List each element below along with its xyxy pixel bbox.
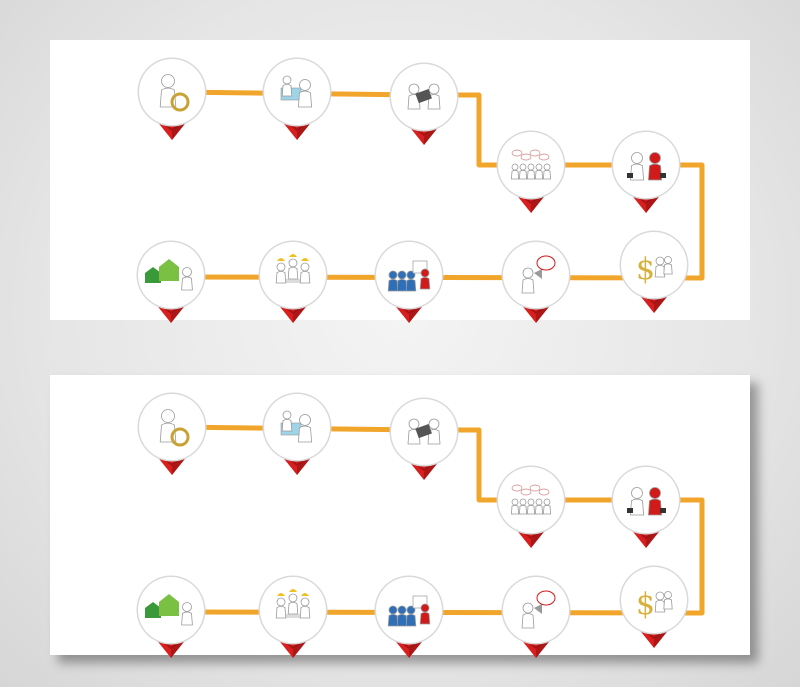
- dollar-sign-figures-icon: $: [636, 587, 673, 622]
- process-step-node: [611, 465, 681, 548]
- step-badge: [613, 467, 679, 533]
- figures-with-laptop-icon: [407, 83, 441, 110]
- figure-with-megaphone-icon: [521, 255, 556, 294]
- process-step-node: [389, 397, 459, 480]
- figures-with-laptop-icon: [407, 418, 441, 445]
- process-step-node: [611, 130, 681, 213]
- process-step-node: [496, 130, 566, 213]
- process-step-node: [136, 240, 206, 323]
- crowd-speech-bubbles-icon: [510, 149, 552, 180]
- figure-at-desk-icon: [280, 75, 313, 108]
- figure-with-megaphone-icon: [521, 590, 556, 629]
- process-step-node: [262, 392, 332, 475]
- process-step-node: [258, 240, 328, 323]
- process-step-node: $: [619, 230, 689, 313]
- process-step-node: [501, 240, 571, 323]
- flow-panel-bottom: $: [50, 375, 750, 658]
- step-badge: [503, 242, 569, 308]
- svg-text:$: $: [636, 587, 655, 622]
- houses-figure-icon: [145, 259, 193, 291]
- crowd-speech-bubbles-icon: [510, 484, 552, 515]
- process-step-node: [137, 57, 207, 140]
- team-presentation-icon: [387, 260, 431, 292]
- figure-at-desk-icon: [280, 410, 313, 443]
- team-presentation-icon: [387, 595, 431, 627]
- step-badge: [621, 232, 687, 298]
- process-step-node: [389, 62, 459, 145]
- step-badge: [621, 567, 687, 633]
- dollar-sign-figures-icon: $: [636, 252, 673, 287]
- step-badge: [613, 132, 679, 198]
- step-badge: [503, 577, 569, 643]
- flow-panel-top: $: [50, 40, 750, 323]
- process-step-node: [258, 575, 328, 658]
- construction-workers-meeting-icon: [275, 254, 311, 284]
- process-flow-diagram: $: [136, 392, 705, 658]
- svg-text:$: $: [636, 252, 655, 287]
- process-step-node: [262, 57, 332, 140]
- process-step-node: $: [619, 565, 689, 648]
- process-step-node: [137, 392, 207, 475]
- figure-with-magnifier-icon: [159, 409, 190, 447]
- houses-figure-icon: [145, 594, 193, 626]
- handshake-figures-icon: [627, 152, 666, 181]
- handshake-figures-icon: [627, 487, 666, 516]
- figure-with-magnifier-icon: [159, 74, 190, 112]
- process-flow-diagram: $: [136, 57, 705, 323]
- process-step-node: [374, 575, 444, 658]
- construction-workers-meeting-icon: [275, 589, 311, 619]
- process-step-node: [374, 240, 444, 323]
- process-step-node: [501, 575, 571, 658]
- process-step-node: [496, 465, 566, 548]
- process-step-node: [136, 575, 206, 658]
